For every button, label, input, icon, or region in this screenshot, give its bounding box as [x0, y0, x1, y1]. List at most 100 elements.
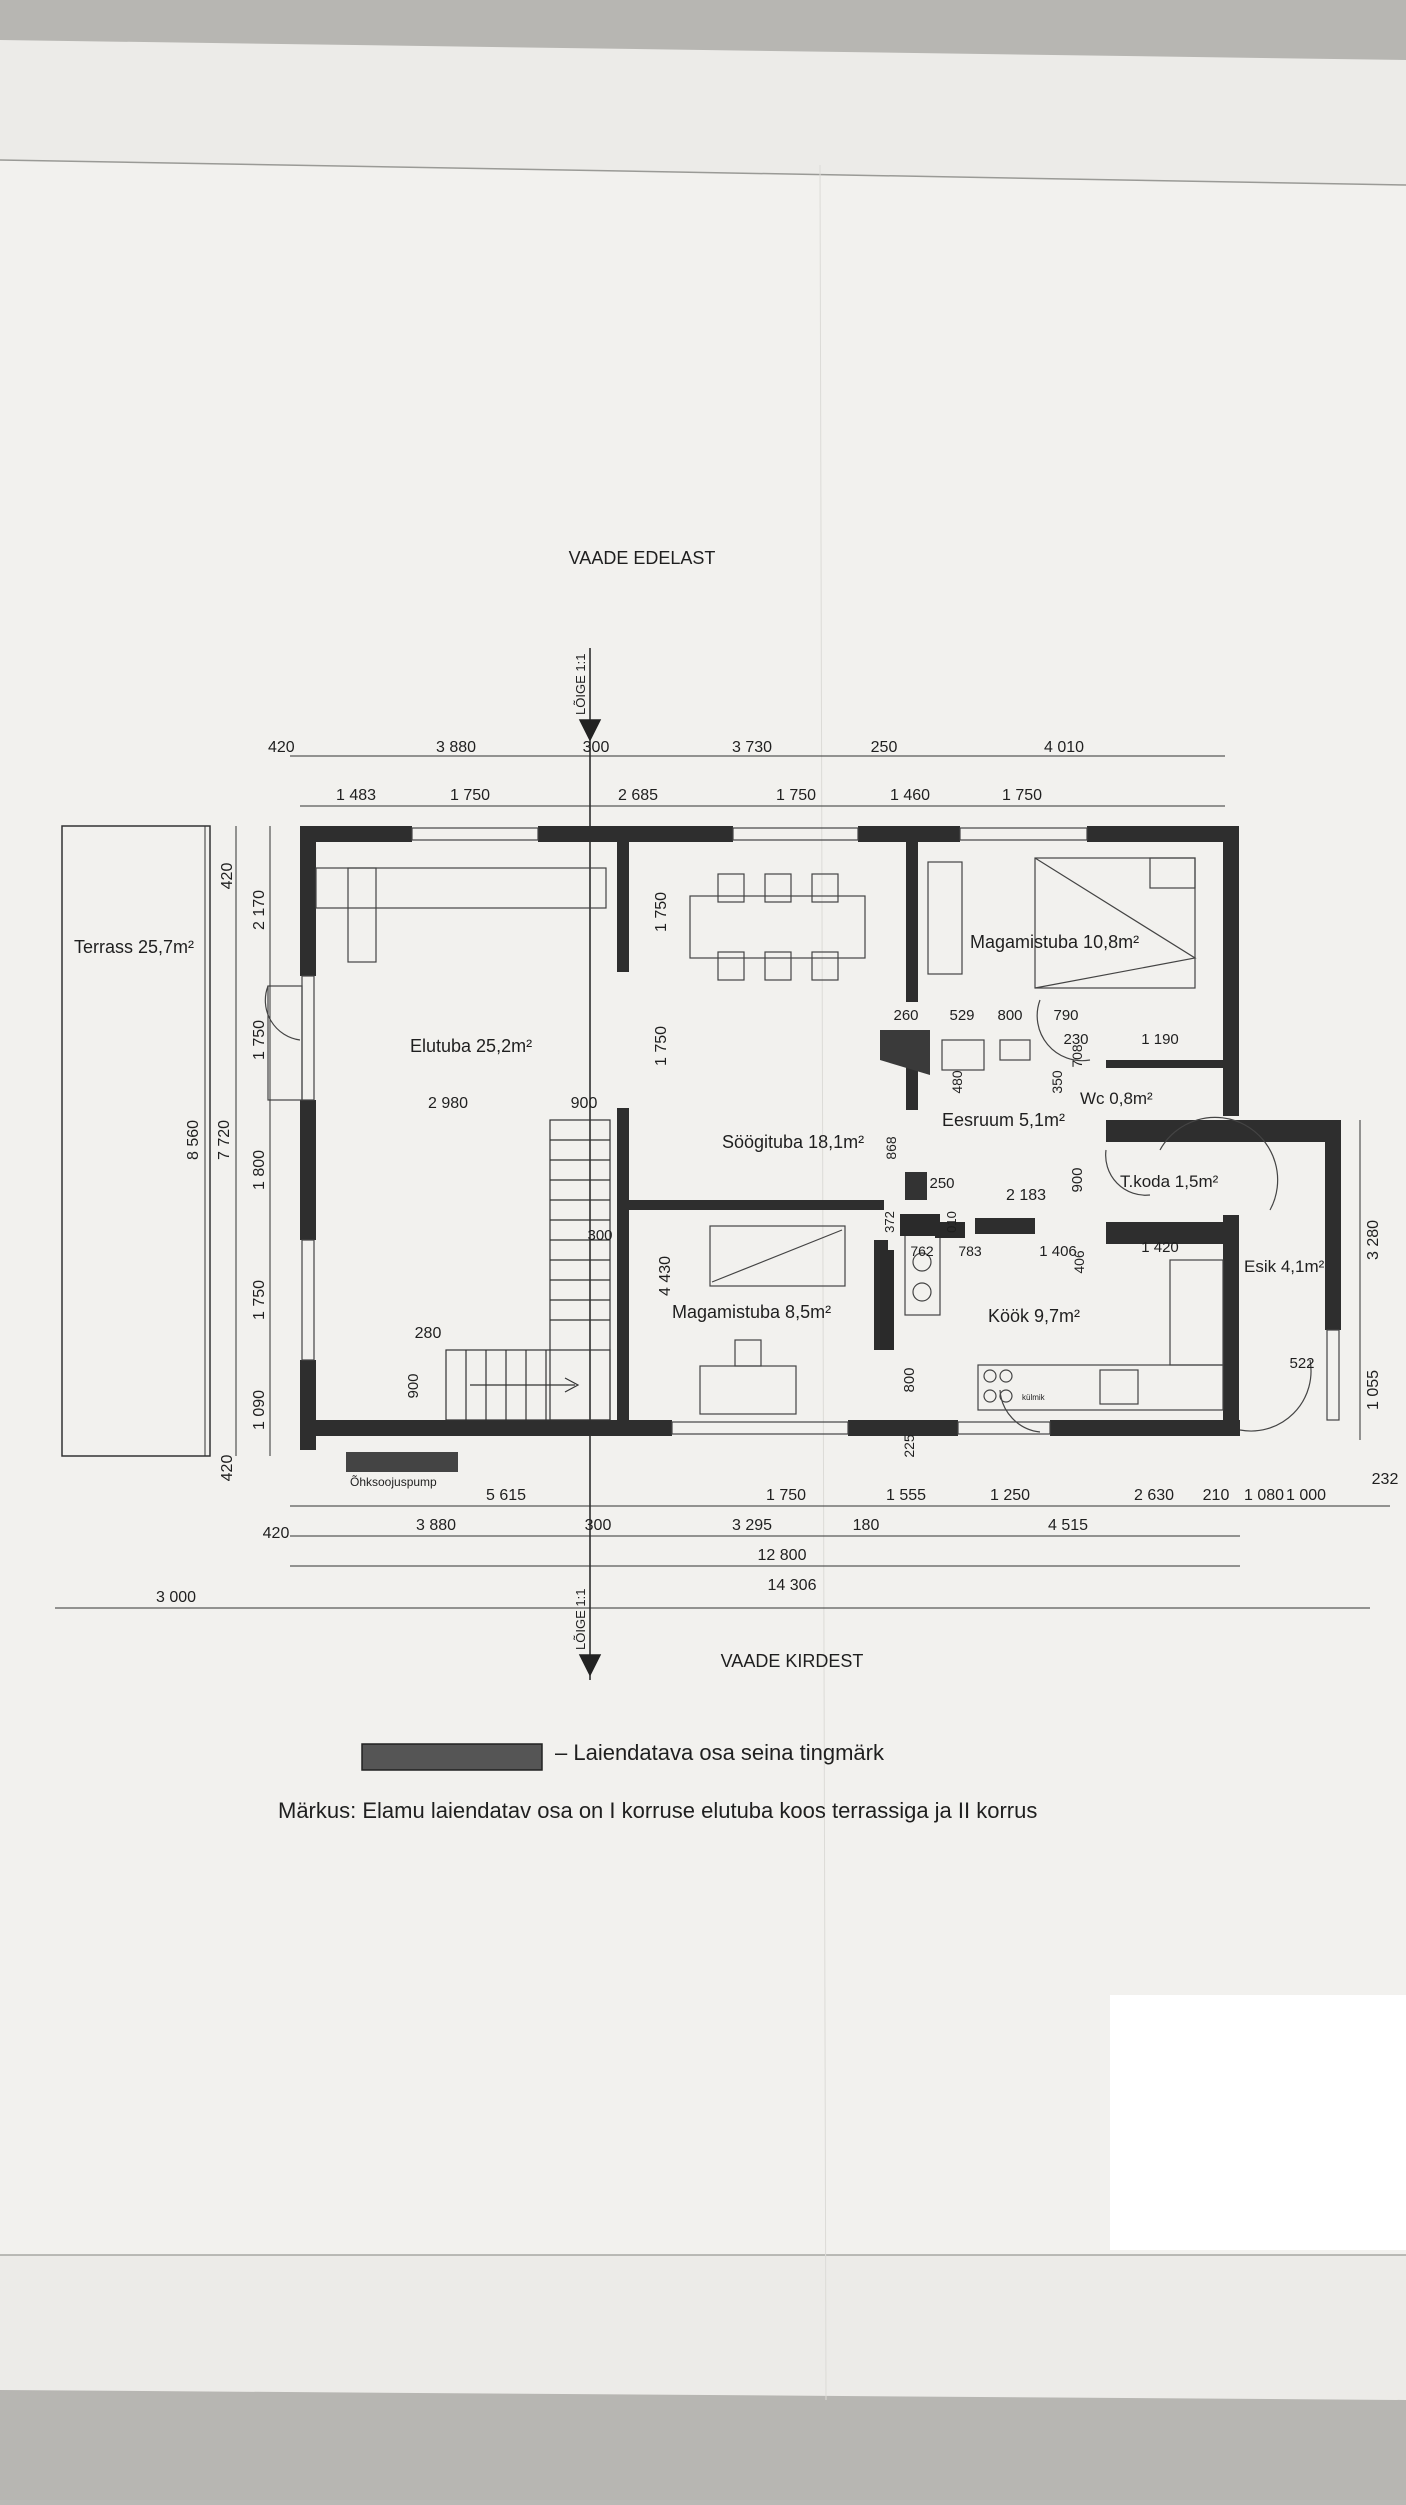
dim-bottom1-0: 5 615	[486, 1487, 526, 1504]
dim-int-15: 350	[1049, 1070, 1065, 1094]
dim-bottom2-2: 300	[585, 1517, 612, 1534]
dim-top1-5: 4 010	[1044, 739, 1084, 756]
dim-int-12: 230	[1063, 1031, 1088, 1048]
redaction-patch	[1110, 1995, 1406, 2250]
dim-bottom1-3: 1 250	[990, 1487, 1030, 1504]
dim-int-21: 372	[882, 1211, 897, 1233]
dim-int-27: 1 420	[1141, 1239, 1179, 1256]
dim-bottom2-4: 180	[853, 1517, 880, 1534]
dim-int-10: 800	[997, 1007, 1022, 1024]
section-label-top: LÕIGE 1:1	[573, 654, 588, 715]
room-label-bedroom-small: Magamistuba 8,5m²	[672, 1302, 831, 1322]
dim-left-mid: 7 720	[216, 1120, 233, 1160]
dim-int-6: 300	[587, 1227, 612, 1244]
walls	[300, 826, 1341, 1450]
dim-int-4: 280	[415, 1325, 442, 1342]
room-label-heat-pump: Õhksoojuspump	[350, 1474, 437, 1489]
dim-top1-0: 420	[268, 739, 295, 756]
dim-top1-4: 250	[871, 739, 898, 756]
dim-bottom2-5: 4 515	[1048, 1517, 1088, 1534]
room-label-kitchen: Köök 9,7m²	[988, 1306, 1080, 1326]
dim-left-inner-3: 1 800	[251, 1150, 268, 1190]
dim-left-inner-6: 420	[219, 1455, 236, 1482]
staircase	[445, 1119, 611, 1421]
dim-top1-1: 3 880	[436, 739, 476, 756]
dim-bottom1-7: 1 000	[1286, 1487, 1326, 1504]
dim-bottom1-2: 1 555	[886, 1487, 926, 1504]
terrace-outline	[61, 825, 211, 1457]
dim-bottom3: 12 800	[758, 1547, 807, 1564]
dim-left-inner-1: 2 170	[251, 890, 268, 930]
room-label-dining: Söögituba 18,1m²	[722, 1132, 864, 1152]
dim-bottom2-0: 420	[263, 1525, 290, 1542]
dim-bottom1-5: 210	[1203, 1487, 1230, 1504]
dim-top2-1: 1 750	[450, 787, 490, 804]
dim-top2-5: 1 750	[1002, 787, 1042, 804]
dim-left-inner-4: 1 750	[251, 1280, 268, 1320]
dim-bottom4-0: 3 000	[156, 1589, 196, 1606]
dim-int-26: 406	[1071, 1250, 1087, 1274]
room-label-bedroom-large: Magamistuba 10,8m²	[970, 932, 1139, 952]
paper-fold-vertical	[819, 164, 827, 2401]
room-label-terrace: Terrass 25,7m²	[74, 937, 194, 957]
fireplace	[880, 1030, 930, 1075]
dim-bottom4-1: 14 306	[768, 1577, 817, 1594]
dim-int-22: 010	[944, 1211, 959, 1233]
paper-fold-top	[0, 159, 1406, 186]
dim-bottom1-4: 2 630	[1134, 1487, 1174, 1504]
room-label-living: Elutuba 25,2m²	[410, 1036, 532, 1056]
dim-int-25: 1 406	[1039, 1243, 1077, 1260]
dim-top1-2: 300	[583, 739, 610, 756]
dim-right-1: 1 055	[1365, 1370, 1382, 1410]
dim-int-19: 2 183	[1006, 1187, 1046, 1204]
dim-bottom1-1: 1 750	[766, 1487, 806, 1504]
stove-block	[880, 1214, 965, 1350]
dim-int-18: 250	[929, 1175, 954, 1192]
dim-int-2: 1 750	[653, 892, 670, 932]
legend-swatch	[361, 1743, 543, 1771]
dim-int-7: 4 430	[657, 1256, 674, 1296]
note-text: Märkus: Elamu laiendatav osa on I korrus…	[278, 1798, 1037, 1823]
dim-top2-0: 1 483	[336, 787, 376, 804]
dim-int-9: 529	[949, 1007, 974, 1024]
dimension-lines	[55, 755, 1390, 1609]
room-label-technical: T.koda 1,5m²	[1120, 1172, 1219, 1191]
section-label-bottom: LÕIGE 1:1	[573, 1589, 588, 1650]
dim-left-inner-0: 420	[219, 863, 236, 890]
view-title-top: VAADE EDELAST	[569, 548, 716, 568]
dim-top2-3: 1 750	[776, 787, 816, 804]
legend-text: – Laiendatava osa seina tingmärk	[555, 1740, 885, 1765]
dim-int-5: 900	[405, 1373, 422, 1398]
dim-left-inner-5: 1 090	[251, 1390, 268, 1430]
room-label-entrance: Esik 4,1m²	[1244, 1257, 1325, 1276]
dim-int-29: 225	[901, 1434, 917, 1458]
dim-top2-4: 1 460	[890, 787, 930, 804]
chimney	[905, 1172, 927, 1200]
dim-int-1: 900	[571, 1095, 598, 1112]
section-line	[578, 648, 602, 1680]
dim-int-8: 260	[893, 1007, 918, 1024]
dim-int-28: 800	[901, 1367, 918, 1392]
doors	[264, 985, 1312, 1433]
dim-top1-3: 3 730	[732, 739, 772, 756]
dim-int-20: 900	[1069, 1167, 1086, 1192]
dim-top2-2: 2 685	[618, 787, 658, 804]
furniture	[315, 857, 1224, 1415]
room-label-wc: Wc 0,8m²	[1080, 1089, 1153, 1108]
heat-pump-unit	[346, 1452, 458, 1472]
dim-int-23: 762	[910, 1243, 934, 1259]
dim-int-0: 2 980	[428, 1095, 468, 1112]
room-label-fridge: külmik	[1022, 1393, 1046, 1402]
dim-int-17: 868	[883, 1136, 899, 1160]
dim-int-3: 1 750	[653, 1026, 670, 1066]
dim-bottom2-1: 3 880	[416, 1517, 456, 1534]
dim-left-inner-2: 1 750	[251, 1020, 268, 1060]
room-label-hall: Eesruum 5,1m²	[942, 1110, 1065, 1130]
dim-bottom2-3: 3 295	[732, 1517, 772, 1534]
dim-bottom1-8: 232	[1372, 1471, 1399, 1488]
dim-left-outer: 8 560	[185, 1120, 202, 1160]
dim-int-11: 790	[1053, 1007, 1078, 1024]
view-title-bottom: VAADE KIRDEST	[721, 1651, 864, 1671]
